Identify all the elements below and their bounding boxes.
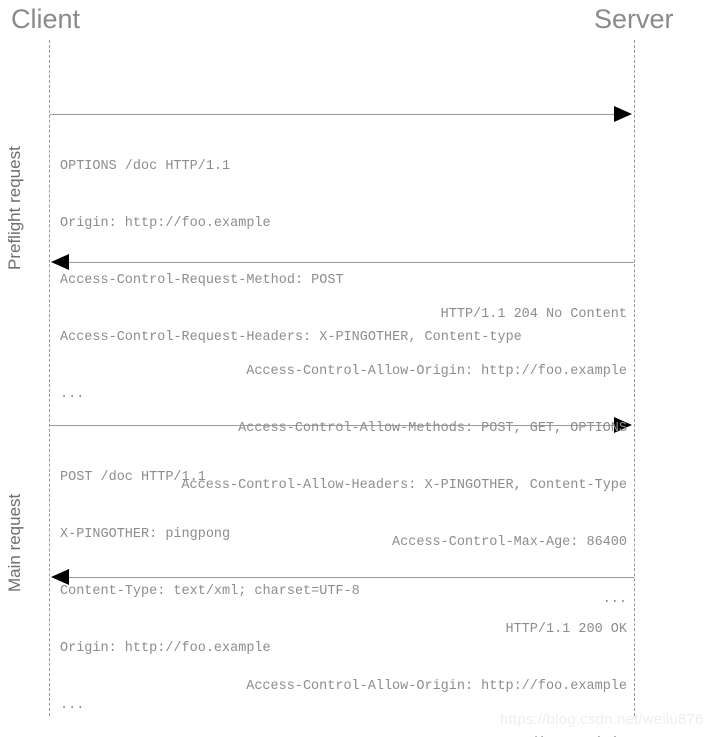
arrow-line-main-request — [50, 425, 615, 426]
message-line: ... — [60, 698, 85, 713]
watermark: https://blog.csdn.net/weilu876 — [500, 711, 704, 728]
arrowhead-left-icon-main-response — [51, 569, 69, 585]
message-block-preflight-response: HTTP/1.1 204 No Content Access-Control-A… — [181, 267, 627, 647]
message-line: X-PINGOTHER: pingpong — [60, 527, 231, 542]
message-line: Access-Control-Allow-Methods: POST, GET,… — [238, 421, 627, 436]
message-line: ... — [602, 592, 627, 607]
lifeline-server — [634, 40, 635, 716]
message-line: Access-Control-Request-Headers: X-PINGOT… — [60, 330, 522, 345]
arrowhead-right-icon-main-request — [614, 417, 632, 433]
message-line: HTTP/1.1 204 No Content — [440, 307, 627, 322]
section-label-main-request: Main request — [5, 493, 24, 592]
message-block-main-response: HTTP/1.1 200 OK Access-Control-Allow-Ori… — [246, 582, 627, 737]
lifeline-client — [49, 40, 50, 716]
message-block-main-request: POST /doc HTTP/1.1 X-PINGOTHER: pingpong… — [60, 430, 360, 737]
message-line: OPTIONS /doc HTTP/1.1 — [60, 159, 231, 174]
message-line: Access-Control-Allow-Headers: X-PINGOTHE… — [181, 478, 627, 493]
arrowhead-right-icon-preflight-request — [614, 106, 632, 122]
message-line: Origin: http://foo.example — [60, 641, 271, 656]
message-line: Origin: http://foo.example — [60, 216, 271, 231]
message-line: Content-Type: text/xml; charset=UTF-8 — [60, 584, 360, 599]
arrow-line-preflight-response — [69, 262, 634, 263]
arrowhead-left-icon-preflight-response — [51, 254, 69, 270]
lifeline-label-server: Server — [594, 4, 674, 34]
message-line: ... — [60, 387, 85, 402]
message-block-preflight-request: OPTIONS /doc HTTP/1.1 Origin: http://foo… — [60, 119, 522, 442]
arrow-line-preflight-request — [50, 114, 615, 115]
message-line: POST /doc HTTP/1.1 — [60, 470, 206, 485]
message-line: Access-Control-Allow-Origin: http://foo.… — [246, 679, 627, 694]
message-line: Access-Control-Request-Method: POST — [60, 273, 344, 288]
message-line: HTTP/1.1 200 OK — [505, 622, 627, 637]
arrow-line-main-response — [69, 577, 634, 578]
lifeline-label-client: Client — [11, 4, 81, 34]
message-line: Access-Control-Max-Age: 86400 — [392, 535, 627, 550]
message-line: Access-Control-Allow-Origin: http://foo.… — [246, 364, 627, 379]
section-label-preflight-request: Preflight request — [5, 146, 24, 270]
